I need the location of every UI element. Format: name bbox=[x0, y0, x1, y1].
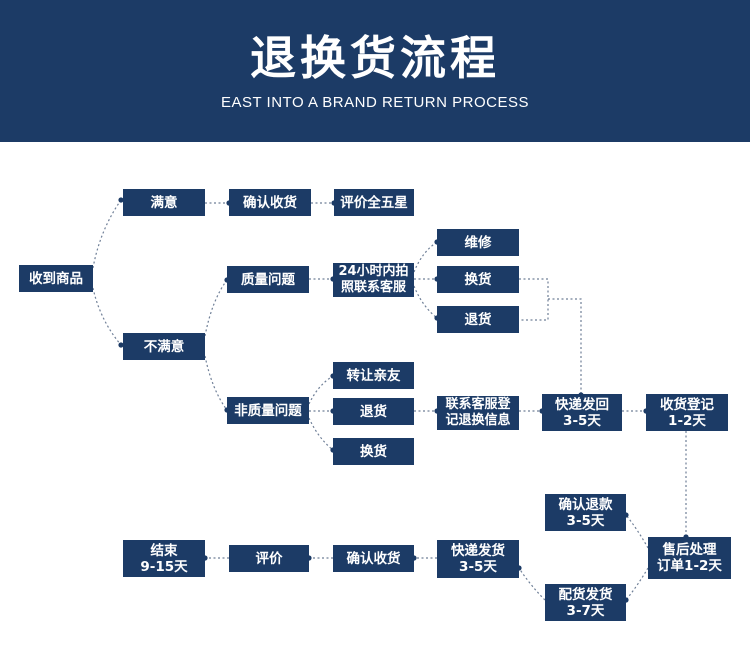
node-return-2: 退货 bbox=[333, 398, 414, 425]
node-confirm-receipt-2: 确认收货 bbox=[333, 545, 414, 572]
page-title: 退换货流程 bbox=[250, 31, 500, 85]
node-quality-issue: 质量问题 bbox=[227, 266, 309, 293]
node-unsatisfied: 不满意 bbox=[123, 333, 205, 360]
node-return-1: 退货 bbox=[437, 306, 519, 333]
node-five-star: 评价全五星 bbox=[334, 189, 414, 216]
node-repair: 维修 bbox=[437, 229, 519, 256]
node-received: 收到商品 bbox=[19, 265, 93, 292]
node-satisfied: 满意 bbox=[123, 189, 205, 216]
node-transfer-friends: 转让亲友 bbox=[333, 362, 414, 389]
node-receipt-register: 收货登记 1-2天 bbox=[646, 394, 728, 431]
node-confirm-refund: 确认退款 3-5天 bbox=[545, 494, 626, 531]
page-subtitle: EAST INTO A BRAND RETURN PROCESS bbox=[220, 94, 529, 111]
node-ship-back: 快递发回 3-5天 bbox=[542, 394, 622, 431]
header-banner: 退换货流程 EAST INTO A BRAND RETURN PROCESS bbox=[0, 0, 750, 142]
node-end: 结束 9-15天 bbox=[123, 540, 205, 577]
node-confirm-receipt-1: 确认收货 bbox=[229, 189, 311, 216]
node-register-info: 联系客服登 记退换信息 bbox=[437, 396, 519, 430]
node-non-quality-issue: 非质量问题 bbox=[227, 397, 309, 424]
node-photo-contact: 24小时内拍 照联系客服 bbox=[333, 263, 414, 297]
node-express-ship: 快递发货 3-5天 bbox=[437, 540, 519, 578]
node-after-sales: 售后处理 订单1-2天 bbox=[648, 537, 731, 579]
node-exchange-1: 换货 bbox=[437, 266, 519, 293]
node-exchange-2: 换货 bbox=[333, 438, 414, 465]
node-ship-goods: 配货发货 3-7天 bbox=[545, 584, 626, 621]
node-review: 评价 bbox=[229, 545, 309, 572]
